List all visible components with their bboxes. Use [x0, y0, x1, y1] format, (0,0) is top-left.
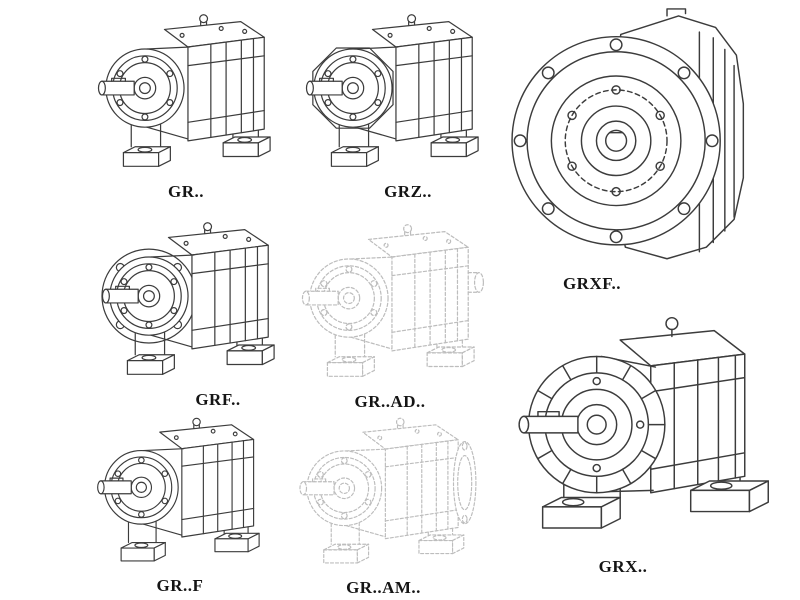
grf-label: GRF.. — [195, 390, 241, 409]
figure-grz: GRZ.. — [296, 4, 492, 202]
gearbox-line-art-dashed — [300, 418, 464, 563]
gr-am-gearbox-drawing — [290, 408, 477, 576]
grx-gearbox-drawing — [498, 300, 780, 541]
gearbox-line-art — [306, 15, 478, 167]
gearbox-line-art — [512, 9, 743, 259]
gr-ad-label: GR..AD.. — [354, 392, 426, 411]
figure-gr-f-foot: GR..F — [88, 408, 272, 596]
grxf-gearbox-drawing — [505, 2, 755, 268]
gr-am-label: GR..AM.. — [346, 578, 421, 597]
gr-gearbox-drawing — [88, 4, 284, 180]
gearbox-line-art — [98, 15, 270, 167]
gearbox-line-art-dashed — [302, 225, 474, 377]
gr-label: GR.. — [168, 182, 204, 201]
grf-gearbox-drawing — [92, 212, 288, 388]
figure-grf: GRF.. — [92, 212, 288, 410]
input-adapter-stub — [467, 272, 484, 293]
motor-mounting-flange — [452, 441, 477, 525]
grz-label: GRZ.. — [384, 182, 432, 201]
grz-gearbox-drawing — [296, 4, 492, 180]
figure-grxf: GRXF.. — [505, 2, 755, 294]
gr-f-label: GR..F — [156, 576, 204, 595]
gearbox-line-art — [98, 418, 259, 561]
figure-grx: GRX.. — [498, 300, 780, 577]
figure-gr: GR.. — [88, 4, 284, 202]
figure-gr-am: GR..AM.. — [290, 408, 477, 598]
gearbox-line-art — [519, 318, 768, 528]
gr-f-gearbox-drawing — [88, 408, 272, 574]
grx-label: GRX.. — [598, 557, 648, 576]
gearbox-line-art — [102, 223, 274, 375]
gr-ad-gearbox-drawing — [292, 214, 484, 390]
grxf-label: GRXF.. — [562, 274, 622, 293]
figure-gr-ad: GR..AD.. — [292, 214, 488, 412]
